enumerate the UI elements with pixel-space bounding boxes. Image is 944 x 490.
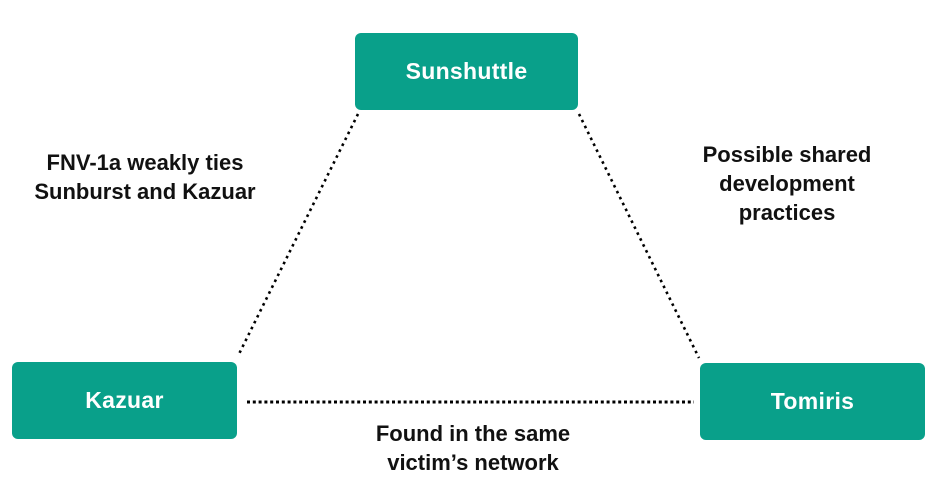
- node-tomiris-label: Tomiris: [770, 388, 855, 414]
- edge-label-line: victim’s network: [387, 450, 559, 475]
- edge-label-line: FNV-1a weakly ties: [46, 150, 244, 175]
- node-tomiris: Tomiris: [700, 363, 925, 440]
- node-sunshuttle-label: Sunshuttle: [405, 58, 528, 84]
- node-kazuar-label: Kazuar: [85, 387, 164, 413]
- edge-label-kazuar-tomiris: Found in the same victim’s network: [348, 419, 598, 477]
- edge-label-sunshuttle-tomiris: Possible shared development practices: [662, 140, 912, 227]
- node-kazuar: Kazuar: [12, 362, 237, 439]
- edge-sunshuttle-kazuar: [236, 113, 360, 357]
- edge-label-sunshuttle-kazuar: FNV-1a weakly ties Sunburst and Kazuar: [20, 148, 270, 206]
- edge-label-line: Found in the same: [375, 421, 571, 446]
- edge-label-line: development: [719, 171, 855, 196]
- edge-label-line: Possible shared: [702, 142, 872, 167]
- edge-label-line: Sunburst and Kazuar: [34, 179, 256, 204]
- edge-sunshuttle-tomiris: [577, 113, 701, 359]
- edge-label-line: practices: [738, 200, 836, 225]
- node-sunshuttle: Sunshuttle: [355, 33, 578, 110]
